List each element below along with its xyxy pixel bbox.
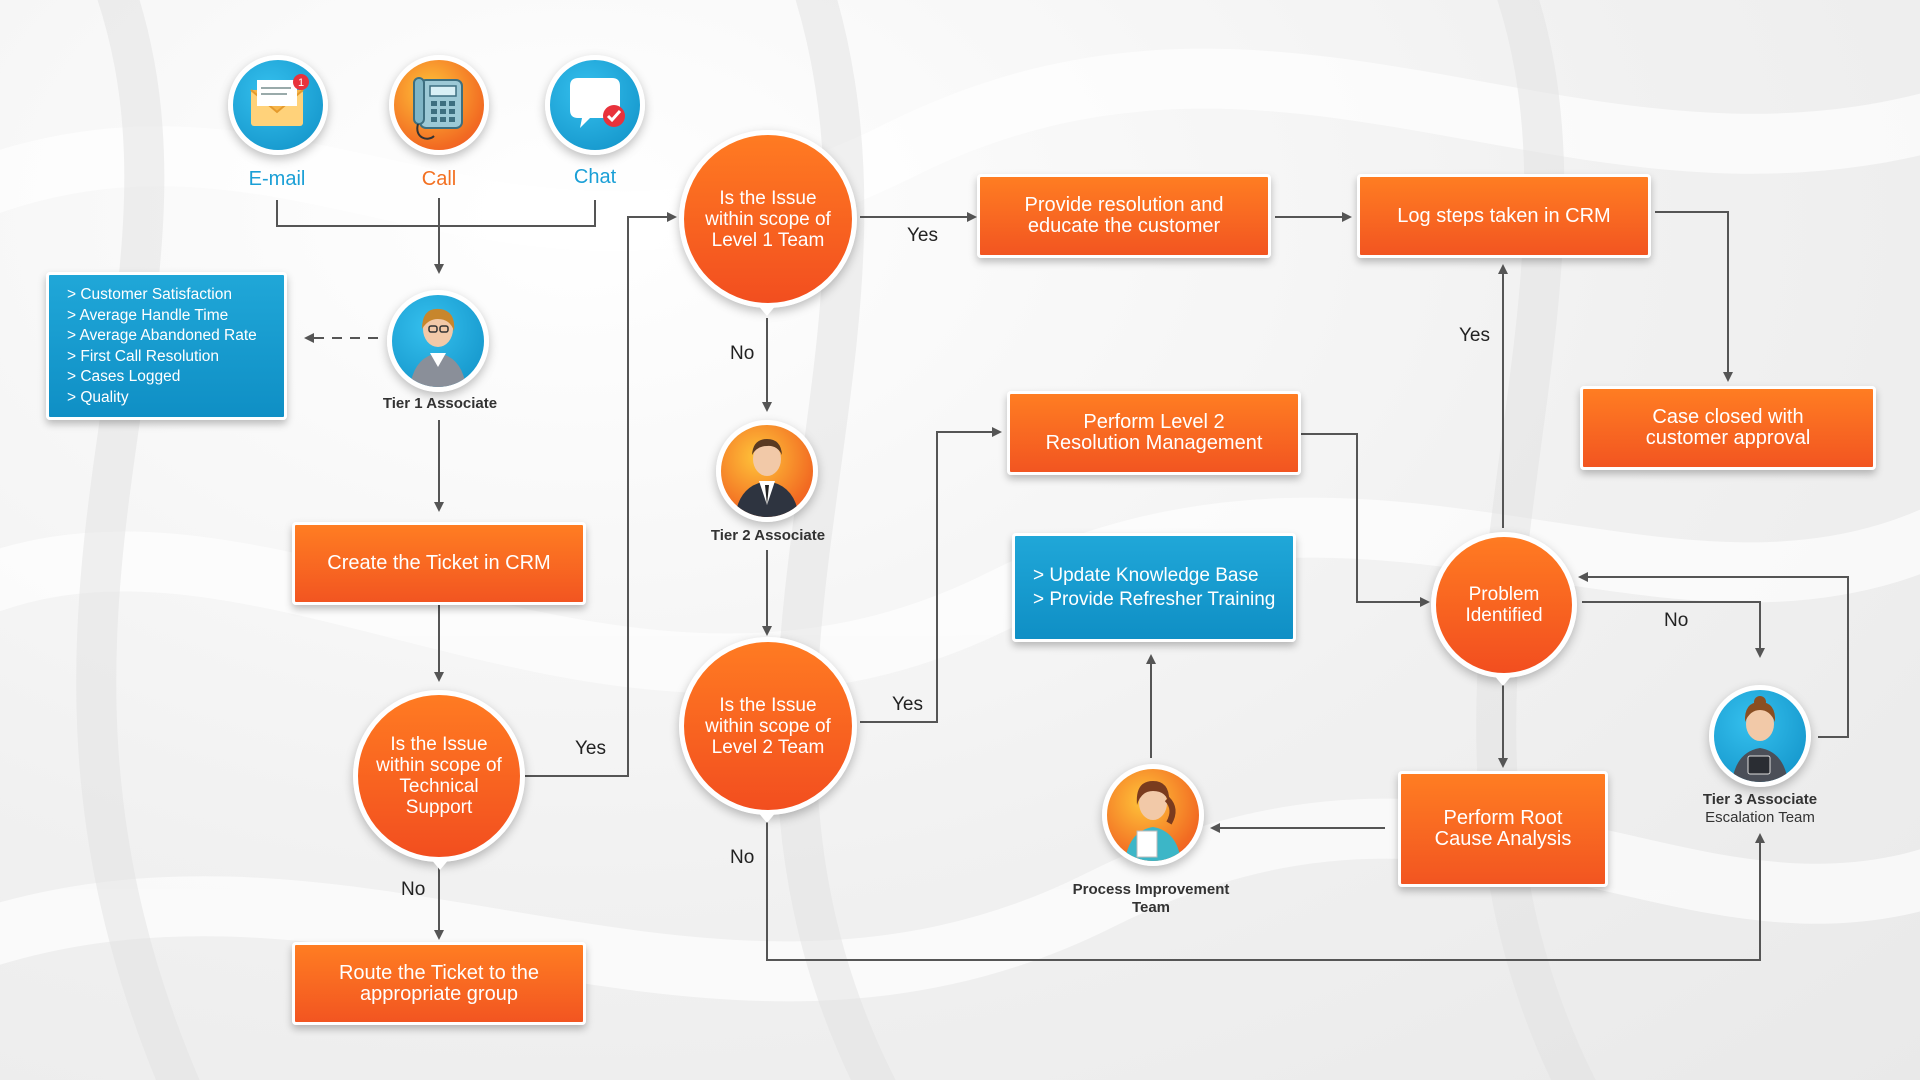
tier1-associate-label: Tier 1 Associate (382, 395, 498, 412)
edge-label-l2-yes: Yes (892, 694, 923, 715)
log-steps-box: Log steps taken in CRM (1357, 174, 1651, 258)
provide-resolution-box: Provide resolution and educate the custo… (977, 174, 1271, 258)
email-channel: 1 (228, 55, 328, 155)
kpi-item: > Average Abandoned Rate (67, 327, 257, 344)
kpi-item: > Quality (67, 388, 129, 406)
edge-label-l1-no: No (730, 343, 755, 364)
channel-label-email: E-mail (248, 168, 306, 190)
svg-text:1: 1 (298, 77, 304, 89)
tier3-title: Tier 3 Associate (1702, 791, 1818, 808)
process-improvement-avatar (1102, 764, 1204, 866)
tier3-subtitle: Escalation Team (1705, 809, 1815, 826)
level2-decision-pointer (757, 811, 777, 823)
edge-label-tech-yes: Yes (575, 738, 606, 759)
edge-label-problem-yes: Yes (1459, 325, 1490, 346)
person-icon (735, 439, 799, 517)
email-icon: 1 (250, 74, 309, 126)
root-cause-box: Perform Root Cause Analysis (1398, 771, 1608, 887)
tier3-associate-avatar (1709, 685, 1811, 787)
knowledge-item: > Update Knowledge Base (1033, 565, 1259, 586)
problem-identified-decision: Problem Identified (1431, 532, 1577, 678)
edge-tier3-to-problem (1578, 572, 1849, 738)
process-improvement-line2: Team (1131, 899, 1171, 916)
kpi-list: > Customer Satisfaction > Average Handle… (46, 272, 287, 420)
knowledge-item: > Provide Refresher Training (1033, 589, 1276, 610)
edge-log-to-closed (1655, 211, 1733, 382)
person-icon (1732, 696, 1788, 782)
kpi-item: > Customer Satisfaction (67, 286, 232, 303)
level1-decision: Is the Issue within scope of Level 1 Tea… (679, 130, 857, 308)
tier2-associate-label: Tier 2 Associate (710, 527, 826, 544)
technical-support-decision: Is the Issue within scope of Technical S… (353, 690, 525, 862)
knowledge-actions-list: > Update Knowledge Base > Provide Refres… (1012, 533, 1296, 642)
chat-bubble-icon (570, 78, 625, 128)
tier3-associate-label: Tier 3 Associate Escalation Team (1680, 791, 1840, 827)
telephone-icon (413, 77, 463, 140)
tier1-associate-avatar (387, 290, 489, 392)
edge-label-problem-no: No (1664, 610, 1689, 631)
edge-problem-no (1582, 601, 1765, 658)
call-channel (389, 55, 489, 155)
edge-label-l2-no: No (730, 847, 755, 868)
person-icon (1125, 781, 1181, 861)
level2-resolution-box: Perform Level 2 Resolution Management (1007, 391, 1301, 475)
kpi-item: > Average Handle Time (67, 306, 229, 324)
kpi-item: > First Call Resolution (67, 347, 220, 365)
person-icon (410, 308, 466, 387)
problem-decision-pointer (1493, 674, 1513, 686)
tier2-associate-avatar (716, 420, 818, 522)
level1-decision-pointer (757, 304, 777, 316)
chat-channel (545, 55, 645, 155)
technical-decision-pointer (430, 858, 450, 870)
route-ticket-box: Route the Ticket to the appropriate grou… (292, 942, 586, 1025)
case-closed-box: Case closed with customer approval (1580, 386, 1876, 470)
channel-label-chat: Chat (573, 166, 617, 188)
edge-label-l1-yes: Yes (907, 225, 938, 246)
channel-label-call: Call (421, 168, 457, 190)
edge-l2res-to-problem (1298, 433, 1430, 607)
edge-tech-yes (525, 212, 677, 777)
create-ticket-box: Create the Ticket in CRM (292, 522, 586, 605)
edge-label-tech-no: No (401, 879, 426, 900)
process-improvement-line1: Process Improvement (1072, 881, 1230, 898)
process-improvement-label: Process Improvement Team (1051, 881, 1251, 917)
edge-l2-no (766, 812, 1765, 961)
level2-decision: Is the Issue within scope of Level 2 Tea… (679, 637, 857, 815)
kpi-item: > Cases Logged (67, 368, 181, 385)
edge-channels-merge (276, 200, 596, 227)
edge-l2-yes (860, 427, 1002, 723)
